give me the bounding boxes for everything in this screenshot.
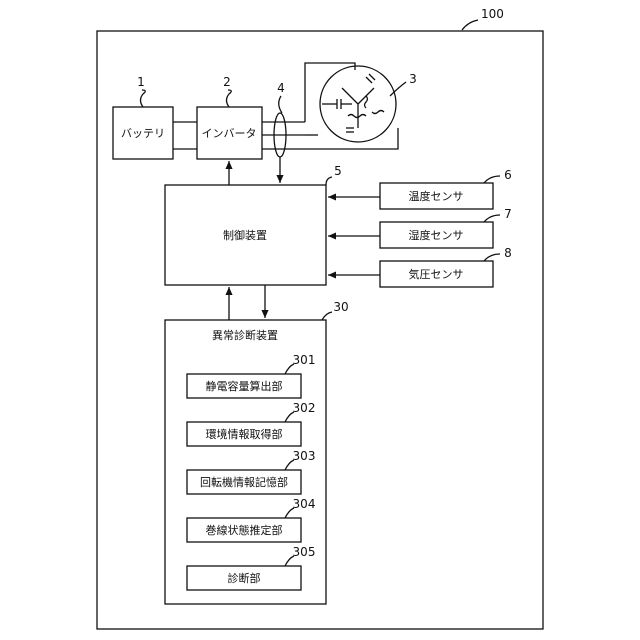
sensor-pressure-ref: 8 xyxy=(504,246,512,260)
unit-diagnosis-ref: 305 xyxy=(293,545,316,559)
sensor-pressure-label: 気圧センサ xyxy=(409,267,464,281)
battery-label: バッテリ xyxy=(121,127,165,140)
inverter-label: インバータ xyxy=(202,127,257,140)
controller-label: 制御装置 xyxy=(223,228,267,242)
unit-environment-ref: 302 xyxy=(293,401,316,415)
sensor-temperature-ref: 6 xyxy=(504,168,512,182)
unit-capacitance-ref: 301 xyxy=(293,353,316,367)
unit-machine-info-label: 回転機情報記憶部 xyxy=(200,475,288,489)
unit-environment-label: 環境情報取得部 xyxy=(206,427,283,441)
battery-ref: 1 xyxy=(137,75,145,89)
unit-winding-state-ref: 304 xyxy=(293,497,316,511)
diagnosis-label: 異常診断装置 xyxy=(212,328,278,342)
diagnosis-ref: 30 xyxy=(333,300,348,314)
sensor-humidity-label: 湿度センサ xyxy=(409,228,464,242)
sensor-humidity-ref: 7 xyxy=(504,207,512,221)
inverter-ref: 2 xyxy=(223,75,231,89)
power-line-ref: 4 xyxy=(277,81,285,95)
sensor-temperature-label: 温度センサ xyxy=(409,189,464,203)
system-leader xyxy=(462,20,478,30)
motor-ref: 3 xyxy=(409,72,417,86)
unit-diagnosis-label: 診断部 xyxy=(228,571,261,585)
system-ref: 100 xyxy=(481,7,504,21)
unit-machine-info-ref: 303 xyxy=(293,449,316,463)
controller-ref: 5 xyxy=(334,164,342,178)
unit-capacitance-label: 静電容量算出部 xyxy=(206,379,283,393)
diagnosis-device: 異常診断装置 30 xyxy=(165,300,349,604)
unit-winding-state-label: 巻線状態推定部 xyxy=(206,523,283,537)
